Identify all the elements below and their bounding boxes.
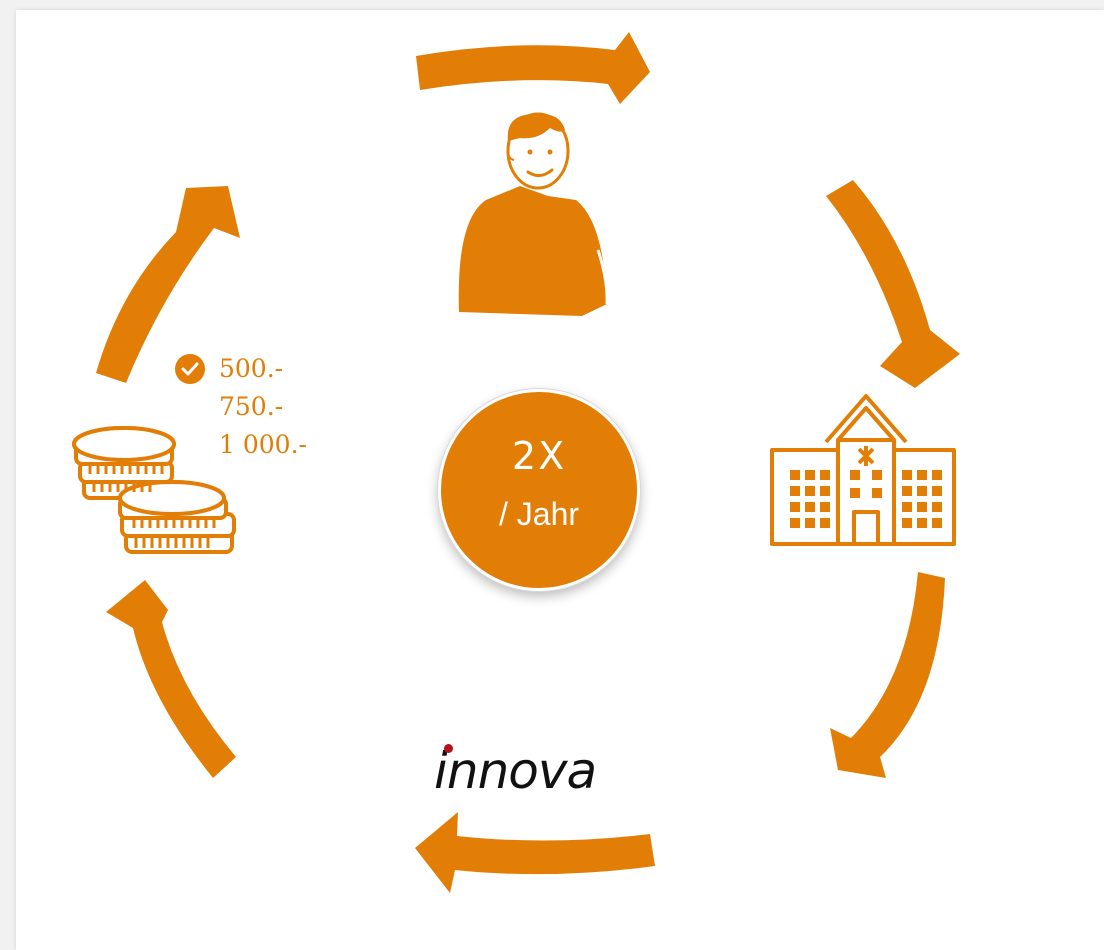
person-icon bbox=[458, 112, 609, 316]
arrow-left-lower bbox=[106, 580, 236, 778]
logo-dot bbox=[444, 744, 453, 753]
arrow-right-lower bbox=[830, 572, 945, 778]
checkmark-icon bbox=[175, 354, 205, 384]
coin-stacks-icon bbox=[72, 426, 236, 554]
amount-value: 500.- bbox=[219, 354, 284, 383]
hospital-building-icon bbox=[770, 394, 956, 546]
arrow-top bbox=[416, 32, 650, 104]
coin-ridges bbox=[88, 462, 216, 548]
logo-text: innova bbox=[434, 742, 597, 800]
amount-value: 750.- bbox=[219, 392, 284, 421]
frequency-count: 2X bbox=[511, 434, 567, 478]
arrow-bottom bbox=[415, 812, 655, 893]
arrow-left-upper bbox=[96, 186, 240, 383]
amount-value: 1 000.- bbox=[219, 430, 307, 459]
arrow-right-upper bbox=[826, 180, 960, 388]
frequency-period: / Jahr bbox=[498, 496, 580, 532]
innova-logo: innova bbox=[434, 742, 597, 800]
hospital-windows bbox=[790, 470, 942, 528]
frequency-badge: 2X / Jahr bbox=[438, 389, 640, 591]
